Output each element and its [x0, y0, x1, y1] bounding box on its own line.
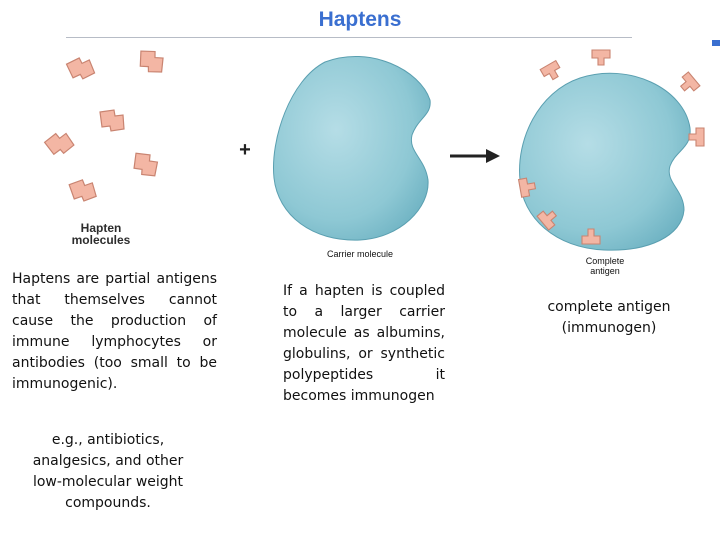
coupling-text: If a hapten is coupled to a larger carri… — [283, 283, 445, 404]
corner-mark — [712, 40, 720, 46]
hapten-molecule — [137, 48, 166, 75]
bound-hapten — [539, 60, 564, 84]
haptens-description: Haptens are partial antigens that themse… — [12, 271, 217, 392]
carrier-molecule — [272, 56, 431, 241]
plus-sign: + — [239, 139, 251, 161]
bound-hapten — [688, 127, 705, 147]
hapten-molecule — [65, 54, 96, 83]
bound-hapten — [591, 49, 611, 66]
carrier-molecule-label: Carrier molecule — [326, 249, 394, 259]
bound-hapten — [676, 71, 701, 96]
title-divider — [66, 37, 632, 38]
complete-antigen-label: Complete antigen — [585, 256, 625, 276]
hapten-molecule — [99, 109, 125, 132]
hapten-molecule — [68, 177, 98, 204]
hapten-molecule — [43, 128, 76, 160]
hapten-molecule — [130, 150, 161, 179]
page-title: Haptens — [318, 8, 402, 31]
complete-antigen-text: complete antigen (immunogen) — [547, 299, 671, 336]
hapten-molecules-label: Hapten molecules — [71, 221, 131, 247]
complete-antigen-molecule — [519, 72, 691, 251]
examples-text: e.g., antibiotics, analgesics, and other… — [32, 432, 184, 511]
reaction-arrow — [450, 149, 500, 163]
free-hapten-molecules — [43, 48, 166, 204]
